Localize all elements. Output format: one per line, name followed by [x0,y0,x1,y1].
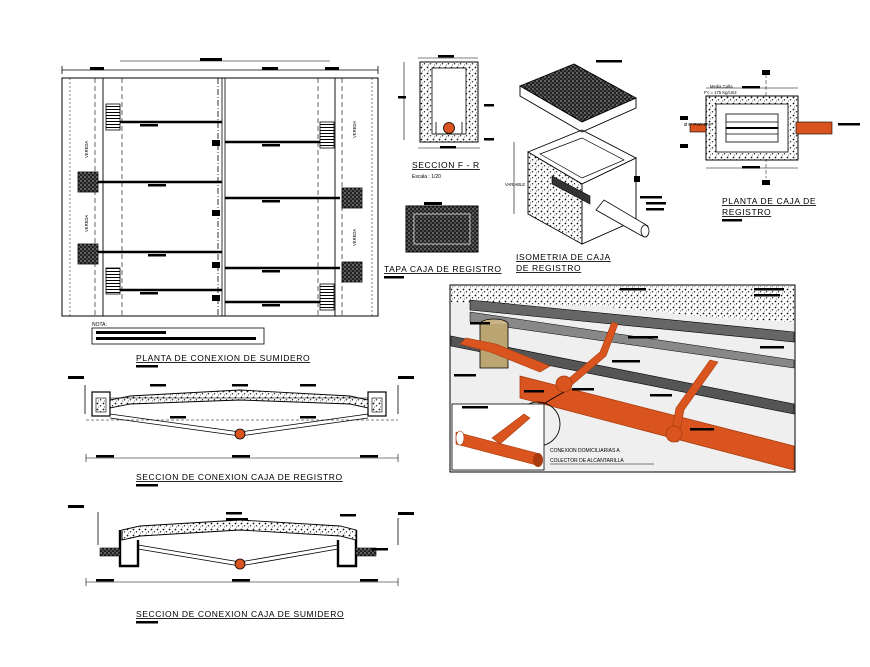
vereda-label-right-bottom: VEREDA [352,229,357,246]
nota-line-1 [96,331,166,334]
section-registro-drawing [68,376,414,462]
title-isometria-1: ISOMETRIA DE CAJA [516,252,611,262]
title-isometria-2: DE REGISTRO [516,263,581,273]
title-tapa: TAPA CAJA DE REGISTRO [384,264,502,274]
scale-bar-planta-caja [722,219,742,222]
section-fr-drawing [398,55,494,149]
pvc-label: Ø 6" PVC-SAP [684,122,712,127]
title-planta-caja-1: PLANTA DE CAJA DE [722,196,816,206]
title-planta-caja-2: REGISTRO [722,207,771,217]
nota-label: NOTA: [92,322,107,328]
scale-bar-tapa [384,276,404,279]
nota-box [91,327,265,345]
fc-label: F'c = 175 Kg/cm2 [704,90,737,95]
vereda-label-left-top: VEREDA [84,141,89,158]
conexion-label-2: COLECTOR DE ALCANTARILLA [550,458,624,464]
nota-line-2 [96,337,256,340]
vereda-label-left-bottom: VEREDA [84,215,89,232]
title-planta-sumidero: PLANTA DE CONEXION DE SUMIDERO [136,353,310,363]
scale-bar-seccion-sumidero [136,621,158,624]
title-seccion-registro: SECCION DE CONEXION CAJA DE REGISTRO [136,472,343,482]
title-seccion-fr: SECCION F - R [412,160,480,170]
isometric-box-drawing [513,60,666,245]
scale-bar-seccion-registro [136,484,158,487]
scale-bar-planta [136,365,158,368]
section-sumidero-drawing [68,505,414,586]
media-cana-label: Media Caña [710,84,733,89]
title-seccion-sumidero: SECCION DE CONEXION CAJA DE SUMIDERO [136,609,344,619]
conexion-label-1: CONEXION DOMICILIARIAS A [550,448,620,454]
tapa-drawing [405,202,479,253]
plan-box-drawing [680,70,860,185]
plan-sumidero-drawing [61,58,379,317]
render-3d-view [449,284,796,473]
vereda-label-right-top: VEREDA [352,121,357,138]
scale-text-fr: Escala : 1/20 [412,174,441,180]
variable-label: VARIABLE [505,182,525,187]
